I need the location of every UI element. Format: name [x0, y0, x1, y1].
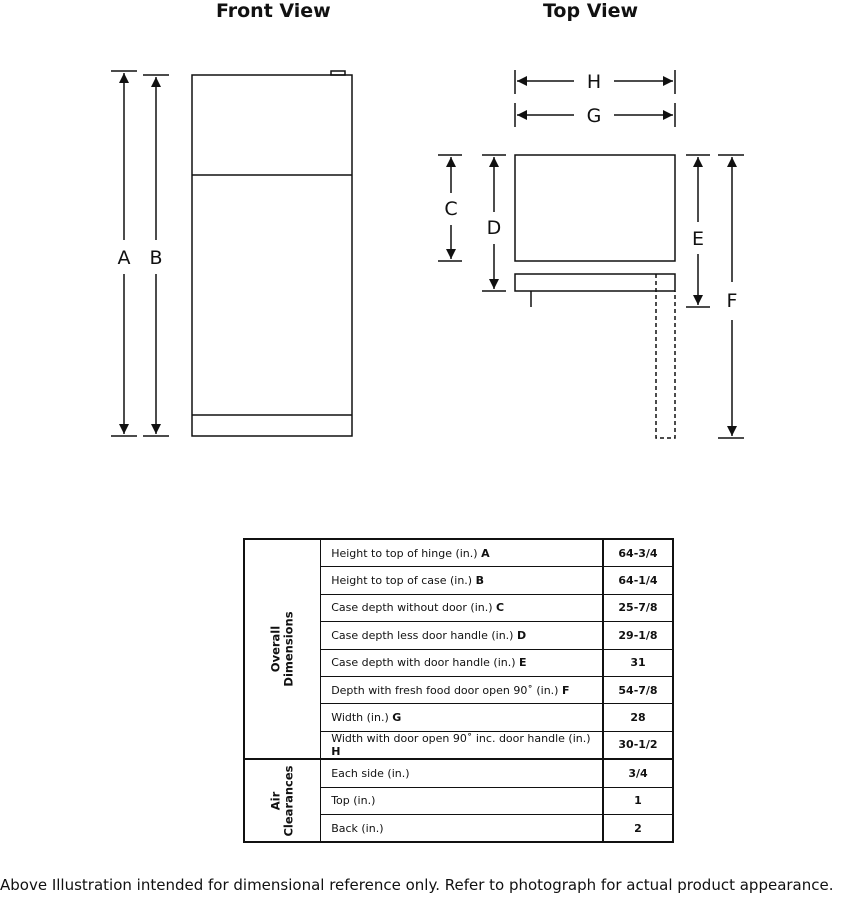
row-value: 3/4 — [602, 758, 674, 788]
table-row: Air Clearances Each side (in.) 3/4 — [243, 758, 674, 843]
disclaimer-footnote: Above Illustration intended for dimensio… — [0, 876, 834, 894]
row-label: Case depth less door handle (in.) D — [320, 621, 604, 650]
table-row: Height to top of case (in.) B 64-1/4 — [244, 566, 674, 595]
row-value: 31 — [602, 648, 674, 677]
table-row: Case depth with door handle (in.) E 31 — [244, 648, 674, 677]
group-overall-dimensions: Overall Dimensions — [243, 538, 322, 760]
fridge-front-outline — [191, 70, 353, 437]
label-a: A — [118, 247, 131, 269]
top-view-title: Top View — [543, 0, 639, 22]
dimension-h-arrow — [514, 70, 676, 94]
label-c: C — [444, 198, 457, 220]
dimension-e-arrow — [686, 154, 710, 308]
row-value: 28 — [602, 703, 674, 732]
row-value: 64-1/4 — [602, 566, 674, 595]
row-label: Top (in.) — [320, 786, 604, 815]
dimension-f-arrow — [718, 154, 744, 439]
label-h: H — [587, 71, 601, 93]
row-label: Depth with fresh food door open 90˚ (in.… — [320, 675, 604, 705]
dimensions-table: Overall Dimensions Height to top of hing… — [243, 538, 674, 844]
row-label: Height to top of hinge (in.) A — [320, 538, 604, 568]
table-row: Back (in.) 2 — [244, 813, 674, 843]
row-label: Case depth without door (in.) C — [320, 593, 604, 623]
table-row: Overall Dimensions Height to top of hing… — [243, 538, 674, 760]
table-row: Case depth without door (in.) C 25-7/8 — [244, 593, 674, 623]
label-g: G — [587, 105, 602, 127]
dimension-diagram: A B H G C D E F — [111, 70, 744, 439]
front-view-title: Front View — [216, 0, 331, 22]
label-f: F — [727, 290, 738, 312]
row-label: Back (in.) — [320, 813, 604, 843]
dimension-a-arrow — [111, 70, 137, 437]
label-d: D — [487, 217, 502, 239]
row-label: Case depth with door handle (in.) E — [320, 648, 604, 677]
dimension-g-arrow — [514, 103, 676, 127]
label-e: E — [692, 228, 704, 250]
group-air-clearances: Air Clearances — [243, 758, 322, 843]
row-label: Width (in.) G — [320, 703, 604, 732]
row-label: Height to top of case (in.) B — [320, 566, 604, 595]
row-value: 54-7/8 — [602, 675, 674, 705]
row-value: 64-3/4 — [602, 538, 674, 568]
dimension-d-arrow — [482, 154, 506, 292]
table-row: Width (in.) G 28 — [244, 703, 674, 732]
row-value: 25-7/8 — [602, 593, 674, 623]
row-label: Each side (in.) — [320, 758, 604, 788]
dimension-b-arrow — [143, 74, 169, 437]
label-b: B — [149, 247, 162, 269]
fridge-top-outline — [514, 154, 676, 439]
row-value: 2 — [602, 813, 674, 843]
table-row: Top (in.) 1 — [244, 786, 674, 815]
row-label: Width with door open 90˚ inc. door handl… — [320, 730, 604, 760]
row-value: 30-1/2 — [602, 730, 674, 760]
row-value: 29-1/8 — [602, 621, 674, 650]
dimension-c-arrow — [438, 154, 462, 262]
row-value: 1 — [602, 786, 674, 815]
